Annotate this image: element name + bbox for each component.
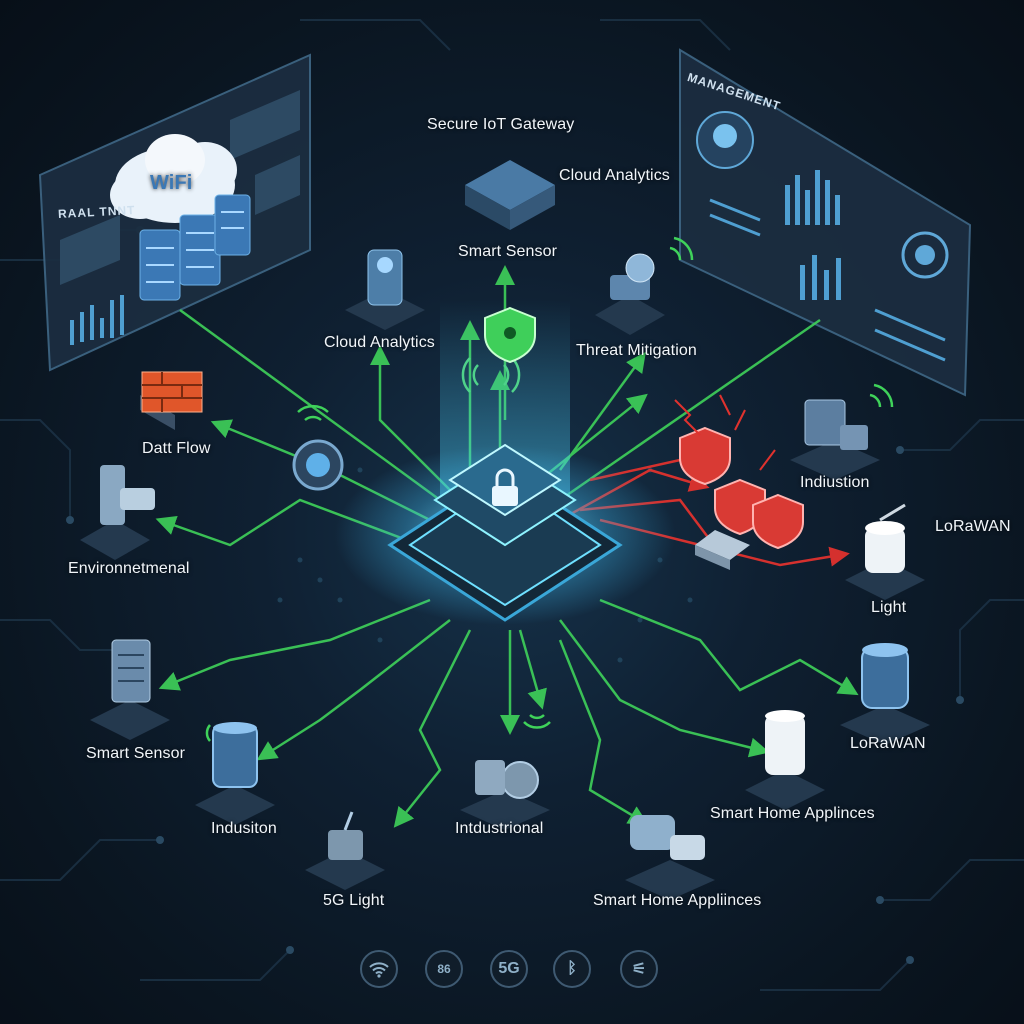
wifi-icon bbox=[360, 950, 398, 988]
lorawan-device-icon bbox=[845, 503, 925, 600]
label-threat-mitigation: Threat Mitigation bbox=[576, 342, 697, 359]
label-cloud-analytics-left: Cloud Analytics bbox=[324, 334, 435, 351]
label-data-flow: Datt Flow bbox=[142, 440, 211, 457]
wifi-signal-icon bbox=[205, 236, 894, 742]
router-icon bbox=[695, 530, 750, 570]
bluetooth-icon: ᛒ bbox=[553, 950, 591, 988]
threat-shield-icon bbox=[679, 426, 804, 550]
label-5g-light: 5G Light bbox=[323, 892, 385, 909]
lorawan-cylinder-icon bbox=[840, 643, 930, 745]
analytics-device-icon bbox=[345, 249, 425, 330]
5g-light-device-icon bbox=[305, 811, 385, 890]
smart-sensor-cabinet-icon bbox=[90, 639, 170, 740]
label-smart-sensor-left: Smart Sensor bbox=[86, 745, 186, 762]
firewall-icon bbox=[140, 371, 203, 430]
label-light-right: Light bbox=[871, 599, 907, 616]
label-indusiton-bottom: Indusiton bbox=[211, 820, 277, 837]
padlock-icon bbox=[492, 468, 518, 506]
server-stack-icon bbox=[139, 194, 251, 301]
industrial-machine-icon bbox=[790, 399, 880, 480]
cloud-icon bbox=[110, 134, 237, 223]
label-industrional: Intdustrional bbox=[455, 820, 544, 837]
5g-icon: 5G bbox=[490, 950, 528, 988]
environmental-sensor-icon bbox=[80, 465, 155, 560]
label-lorawan-lower: LoRaWAN bbox=[850, 735, 926, 752]
86-icon: 86 bbox=[425, 950, 463, 988]
cloud-wifi-text: WiFi bbox=[150, 172, 193, 194]
label-smart-home-bottom: Smart Home Appliinces bbox=[593, 892, 762, 909]
sensor-camera-icon bbox=[292, 439, 344, 491]
smart-home-robot-icon bbox=[625, 815, 715, 900]
industrial-equipment-icon bbox=[460, 760, 550, 830]
label-indiustion-right: Indiustion bbox=[800, 474, 870, 491]
label-environmental: Environnetmenal bbox=[68, 560, 190, 577]
antenna-icon: ⚟ bbox=[620, 950, 658, 988]
smart-home-appliance-icon bbox=[745, 710, 825, 810]
label-smart-sensor-top: Smart Sensor bbox=[458, 243, 558, 260]
shield-icon bbox=[484, 306, 536, 364]
label-lorawan-right: LoRaWAN bbox=[935, 518, 1011, 535]
label-secure-gateway: Secure IoT Gateway bbox=[427, 116, 575, 133]
label-cloud-analytics-top: Cloud Analytics bbox=[559, 167, 670, 184]
alert-spark-icon bbox=[674, 394, 776, 471]
mitigation-device-icon bbox=[595, 253, 665, 335]
label-smart-home-right: Smart Home Applinces bbox=[710, 805, 875, 822]
gateway-box-icon bbox=[465, 160, 555, 230]
industrial-cylinder-icon bbox=[195, 722, 275, 825]
